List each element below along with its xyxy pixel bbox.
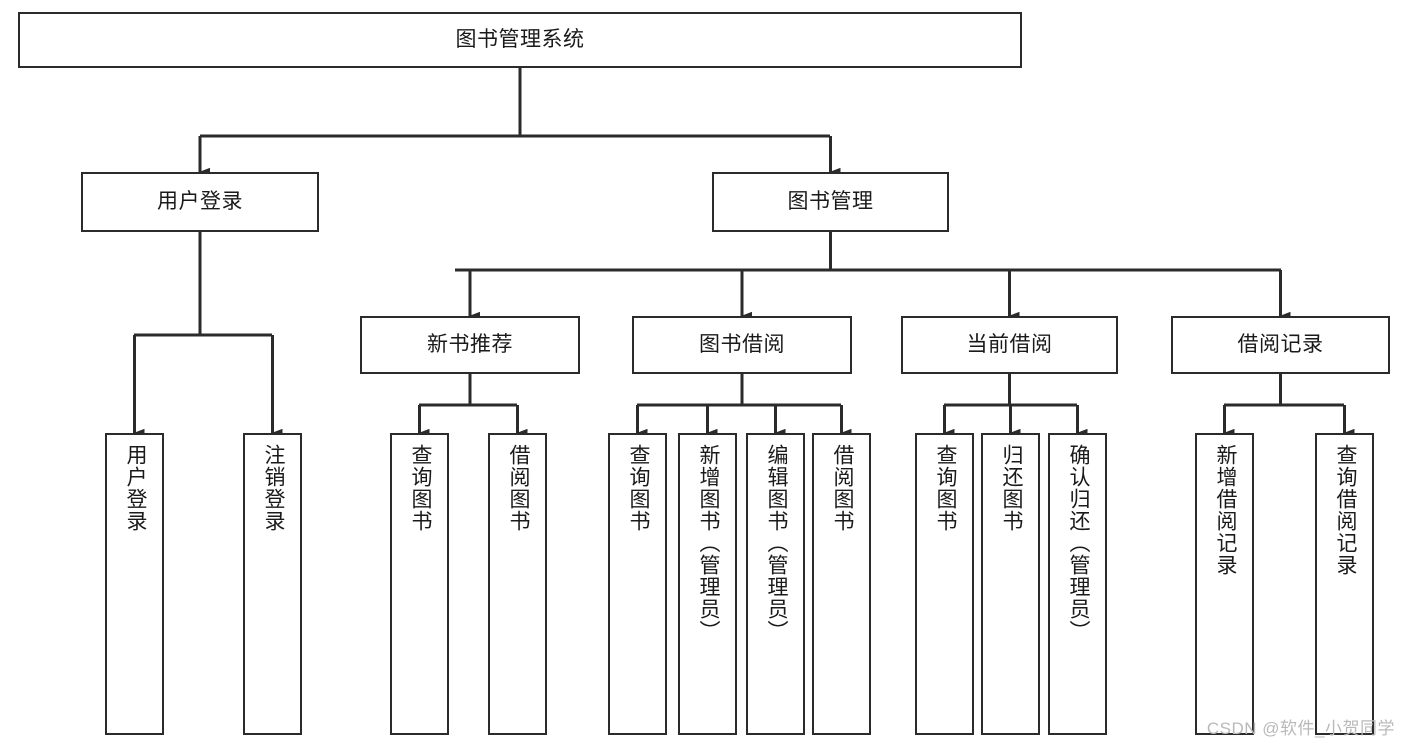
node-label: 查询图书 (626, 444, 650, 532)
node-current-borrow[interactable]: 当前借阅 (901, 316, 1118, 374)
node-label: 编辑图书（管理员） (764, 444, 788, 642)
node-label: 用户登录 (157, 189, 243, 213)
node-user-login[interactable]: 用户登录 (81, 172, 319, 232)
node-label: 借阅记录 (1237, 332, 1324, 356)
node-label: 借阅图书 (830, 444, 854, 532)
node-leaf-borrow-book2[interactable]: 借阅图书 (812, 433, 871, 735)
node-leaf-return-book[interactable]: 归还图书 (981, 433, 1040, 735)
node-label: 当前借阅 (966, 332, 1053, 356)
node-leaf-query-book2[interactable]: 查询图书 (608, 433, 667, 735)
node-root[interactable]: 图书管理系统 (18, 12, 1022, 68)
node-label: 借阅图书 (506, 444, 530, 532)
node-label: 新增借阅记录 (1213, 444, 1237, 576)
node-leaf-edit-book[interactable]: 编辑图书（管理员） (746, 433, 805, 735)
node-label: 用户登录 (123, 444, 147, 532)
node-leaf-confirm-ret[interactable]: 确认归还（管理员） (1048, 433, 1107, 735)
node-label: 归还图书 (999, 444, 1023, 532)
node-label: 图书借阅 (699, 332, 785, 356)
node-leaf-add-book[interactable]: 新增图书（管理员） (678, 433, 737, 735)
node-new-book-rec[interactable]: 新书推荐 (360, 316, 580, 374)
node-book-borrow[interactable]: 图书借阅 (632, 316, 852, 374)
node-label: 图书管理 (787, 189, 874, 213)
node-label: 查询图书 (408, 444, 432, 532)
node-leaf-add-record[interactable]: 新增借阅记录 (1195, 433, 1254, 735)
node-label: 查询借阅记录 (1333, 444, 1357, 576)
node-label: 图书管理系统 (455, 27, 585, 51)
node-borrow-record[interactable]: 借阅记录 (1171, 316, 1390, 374)
node-leaf-query-record[interactable]: 查询借阅记录 (1315, 433, 1374, 735)
node-leaf-logout[interactable]: 注销登录 (243, 433, 302, 735)
node-label: 新书推荐 (427, 332, 513, 356)
node-label: 确认归还（管理员） (1066, 444, 1090, 642)
node-book-manage[interactable]: 图书管理 (712, 172, 949, 232)
node-leaf-query-book3[interactable]: 查询图书 (915, 433, 974, 735)
node-label: 查询图书 (933, 444, 957, 532)
node-label: 注销登录 (261, 444, 285, 532)
node-leaf-query-book1[interactable]: 查询图书 (390, 433, 449, 735)
node-leaf-borrow-book1[interactable]: 借阅图书 (488, 433, 547, 735)
node-leaf-user-login[interactable]: 用户登录 (105, 433, 164, 735)
node-label: 新增图书（管理员） (696, 444, 720, 642)
